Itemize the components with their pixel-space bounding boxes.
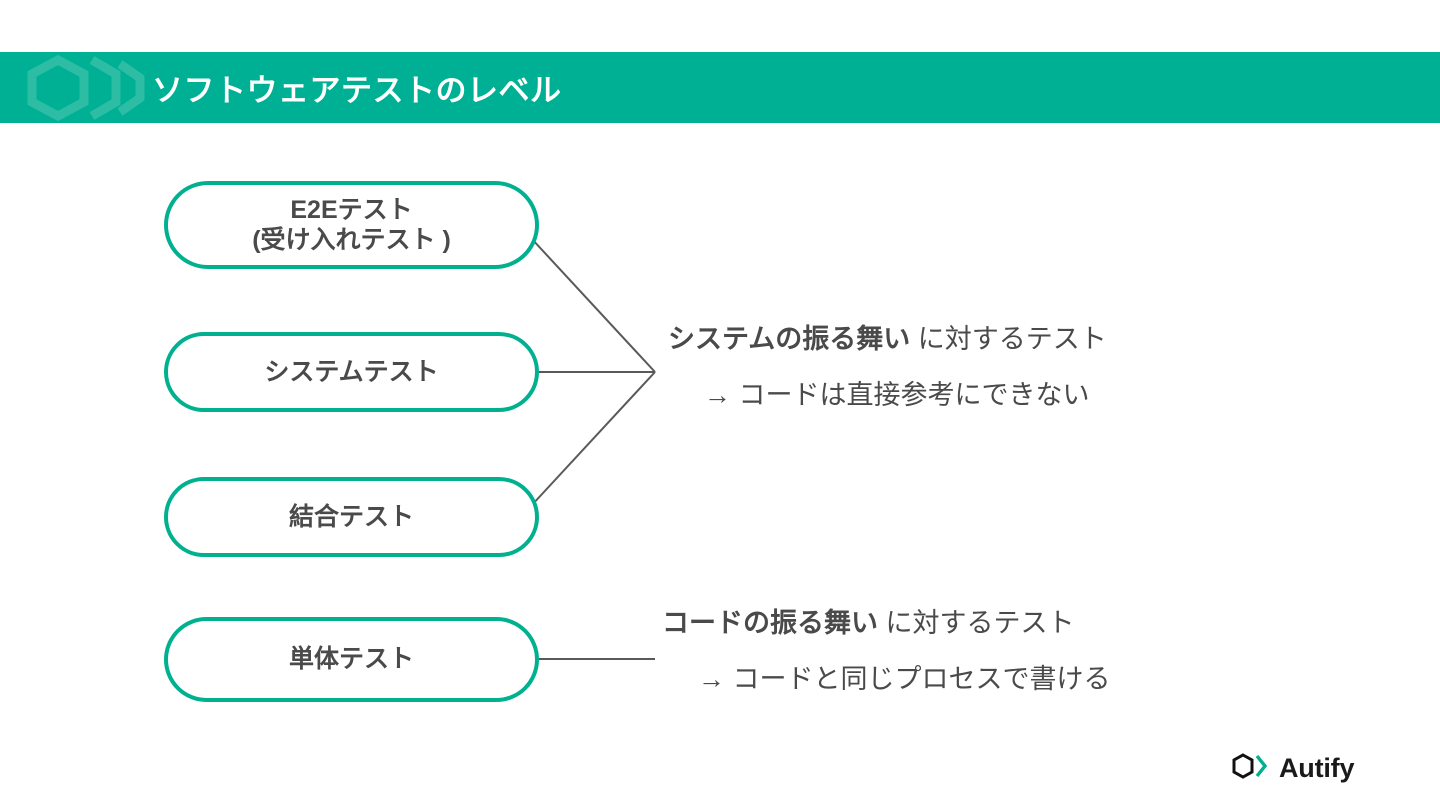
pill-label-line1: 単体テスト [288, 645, 414, 674]
test-level-pill-unit[interactable]: 単体テスト [164, 617, 539, 702]
connector-e2e [530, 237, 656, 373]
description-subnote: → コードは直接参考にできない [704, 379, 1090, 410]
test-level-pill-integration[interactable]: 結合テスト [164, 477, 539, 557]
description-system-behavior: システムの振る舞い に対するテスト → コードは直接参考にできない [668, 323, 1107, 413]
autify-hexagon-icon [1231, 752, 1273, 785]
description-rest-text: に対するテスト [910, 324, 1107, 354]
pill-label-line2: (受け入れテスト ) [252, 226, 451, 254]
description-strong-text: システムの振る舞い [668, 324, 911, 354]
connector-integration [530, 371, 656, 507]
test-level-pill-system[interactable]: システムテスト [164, 332, 539, 412]
description-rest-text: に対するテスト [878, 608, 1075, 638]
page-title: ソフトウェアテストのレベル [152, 73, 562, 108]
description-subnote: → コードと同じプロセスで書ける [698, 663, 1111, 694]
description-code-behavior: コードの振る舞い に対するテスト → コードと同じプロセスで書ける [662, 607, 1111, 697]
pill-label-line1: 結合テスト [288, 502, 414, 531]
autify-wordmark: Autify [1279, 753, 1355, 783]
pill-label-line1: E2Eテスト [290, 195, 413, 224]
description-strong-text: コードの振る舞い [662, 608, 878, 638]
description-heading: コードの振る舞い に対するテスト [662, 607, 1111, 641]
test-level-pill-e2e[interactable]: E2Eテスト (受け入れテスト ) [164, 181, 539, 269]
description-heading: システムの振る舞い に対するテスト [668, 323, 1107, 357]
autify-logo: Autify [1231, 752, 1354, 785]
pill-label-line1: システムテスト [264, 357, 439, 386]
header-band [0, 52, 1440, 123]
